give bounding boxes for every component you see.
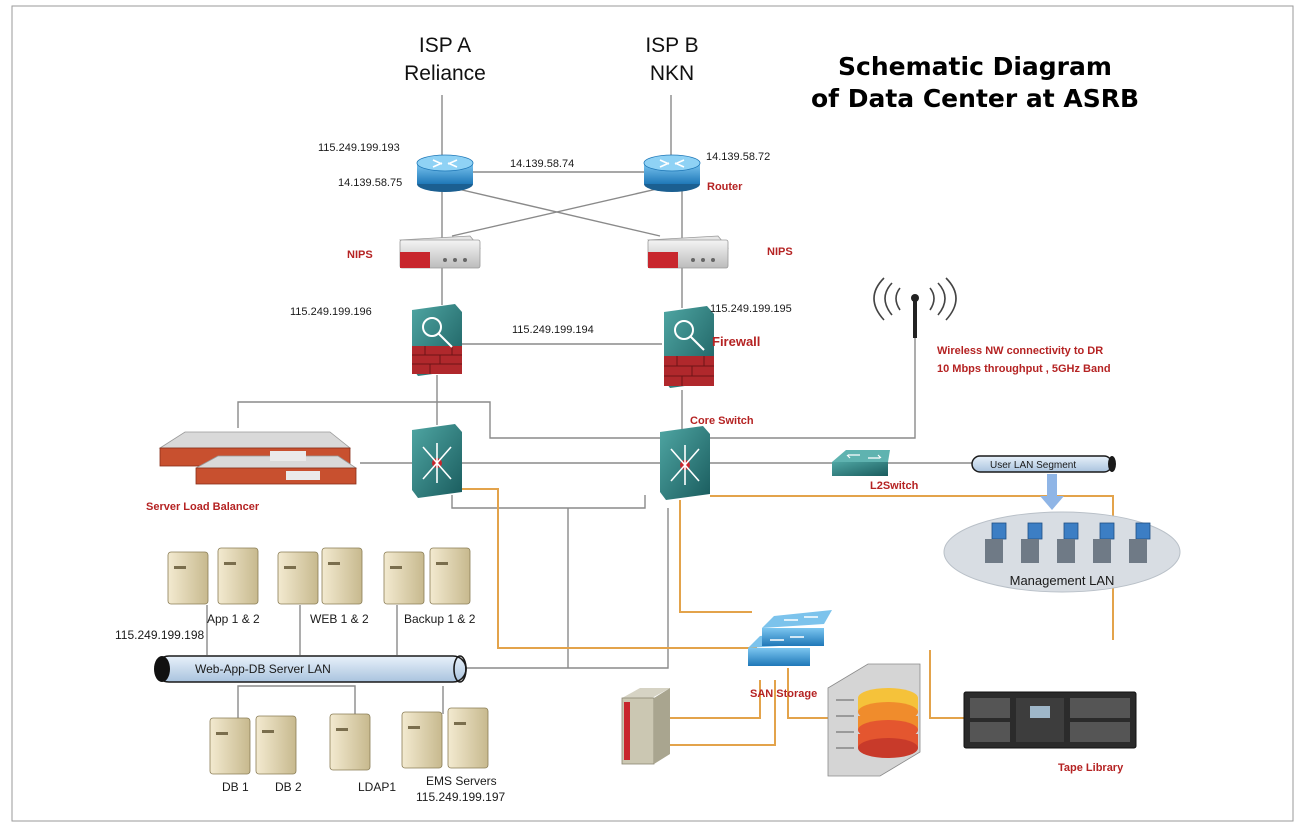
backup-servers-label: Backup 1 & 2 — [404, 612, 476, 626]
server-lan-label: Web-App-DB Server LAN — [195, 662, 331, 676]
core-switch-label: Core Switch — [690, 415, 754, 427]
ems-servers-icon — [401, 707, 489, 769]
ldap-server-icon — [329, 713, 371, 771]
tape-library-label: Tape Library — [1058, 762, 1124, 774]
wireless-label-line1: Wireless NW connectivity to DR — [937, 345, 1103, 357]
user-lan-segment-icon — [971, 455, 1116, 473]
san-storage-label: SAN Storage — [750, 688, 817, 700]
wireless-antenna-icon — [873, 277, 957, 338]
backup-servers-icon — [383, 547, 471, 605]
nips-left-icon — [399, 235, 481, 269]
ip-server-lan: 115.249.199.198 — [115, 628, 205, 642]
management-lan-label: Management LAN — [1010, 573, 1115, 588]
network-links — [206, 95, 972, 720]
server-load-balancer-icon — [158, 431, 358, 485]
storage-cabinet-icon — [621, 688, 670, 765]
wireless-label-line2: 10 Mbps throughput , 5GHz Band — [937, 363, 1111, 375]
router-label: Router — [707, 181, 743, 193]
l2-switch-label: L2Switch — [870, 480, 919, 492]
core-switch-b-icon — [660, 426, 710, 500]
ip-firewall-interlink: 115.249.199.194 — [512, 324, 594, 336]
nips-left-label: NIPS — [347, 249, 373, 261]
isp-b-name: ISP B — [645, 34, 698, 57]
router-a-icon — [416, 154, 474, 192]
ldap-label: LDAP1 — [358, 780, 396, 794]
diagram-title-line2: of Data Center at ASRB — [811, 84, 1139, 113]
isp-a-name: ISP A — [419, 34, 471, 57]
tape-library-icon — [963, 691, 1137, 749]
firewall-label: Firewall — [712, 334, 760, 349]
isp-b-provider: NKN — [650, 62, 694, 85]
l2-switch-icon — [832, 450, 890, 476]
ems-label: EMS Servers — [426, 774, 497, 788]
app-servers-icon — [167, 547, 259, 605]
down-arrow-icon — [1040, 474, 1064, 510]
db2-label: DB 2 — [275, 780, 302, 794]
app-servers-label: App 1 & 2 — [207, 612, 260, 626]
diagram-frame — [11, 5, 1294, 822]
load-balancer-label: Server Load Balancer — [146, 501, 260, 513]
disk-array-icon — [827, 663, 921, 777]
san-links — [462, 488, 1114, 746]
user-lan-segment-label: User LAN Segment — [990, 460, 1076, 471]
firewall-b-icon — [664, 306, 714, 388]
ip-firewall-b: 115.249.199.195 — [710, 303, 792, 315]
san-switch-icon — [748, 610, 832, 666]
web-servers-label: WEB 1 & 2 — [310, 612, 369, 626]
ip-router-interlink: 14.139.58.74 — [510, 158, 574, 170]
ip-router-a-wan: 115.249.199.193 — [318, 142, 400, 154]
db1-label: DB 1 — [222, 780, 249, 794]
web-servers-icon — [277, 547, 363, 605]
ip-firewall-a: 115.249.199.196 — [290, 306, 372, 318]
core-switch-a-icon — [412, 424, 462, 498]
management-lan-icon — [943, 511, 1181, 593]
ip-ems: 115.249.199.197 — [416, 790, 506, 804]
nips-right-icon — [647, 235, 729, 269]
diagram-title-line1: Schematic Diagram — [838, 52, 1112, 81]
firewall-a-icon — [412, 304, 462, 376]
router-b-icon — [643, 154, 701, 192]
isp-a-provider: Reliance — [404, 62, 486, 85]
server-lan-pipe-icon — [154, 655, 467, 683]
ip-router-a-link: 14.139.58.75 — [338, 177, 402, 189]
db-servers-icon — [209, 715, 297, 775]
ip-router-b: 14.139.58.72 — [706, 151, 770, 163]
nips-right-label: NIPS — [767, 246, 793, 258]
